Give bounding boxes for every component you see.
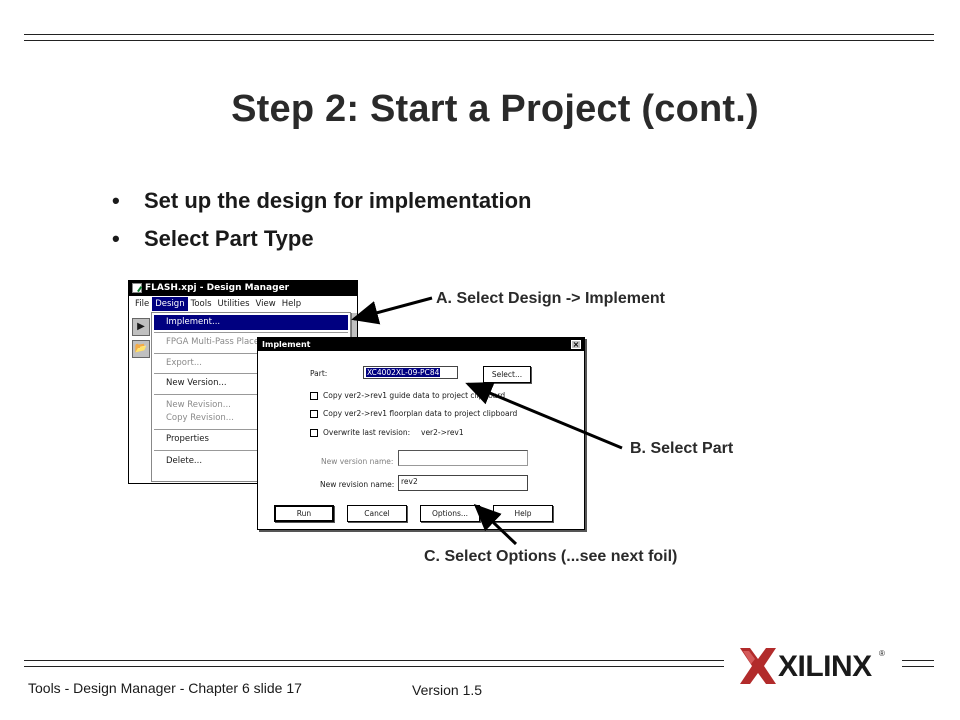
xilinx-logo-mark-icon [740, 648, 776, 684]
implement-dialog: Implement × Part: XC4002XL-09-PC84 Selec… [257, 337, 585, 530]
callout-b: B. Select Part [630, 440, 734, 457]
footer-version: Version 1.5 [412, 682, 483, 698]
design-manager-app-icon [132, 283, 142, 293]
select-part-button[interactable]: Select... [483, 366, 531, 383]
xilinx-logo-text: XILINX [778, 650, 872, 683]
callout-arrow-a [351, 296, 433, 325]
menu-item-copy-revision[interactable]: Copy Revision... [166, 413, 234, 423]
part-value: XC4002XL-09-PC84 [366, 368, 441, 377]
footer-rule-bottom [24, 666, 724, 667]
menu-separator [154, 373, 348, 374]
guide-data-checkbox[interactable] [310, 392, 318, 400]
menu-separator [154, 394, 348, 395]
header-rule-top [24, 34, 934, 35]
menu-tools[interactable]: Tools [190, 299, 212, 309]
menu-separator [154, 332, 348, 333]
menu-design[interactable]: Design [152, 297, 188, 311]
header-rule-bottom [24, 40, 934, 41]
part-label: Part: [310, 369, 328, 378]
overwrite-revision-value: ver2->rev1 [421, 428, 464, 437]
run-button[interactable]: Run [274, 505, 334, 522]
menu-item-new-version[interactable]: New Version... [166, 378, 227, 388]
menu-item-implement[interactable]: Implement... [154, 315, 348, 330]
design-manager-toolbar: ▶ 📂 [131, 314, 151, 484]
floorplan-data-label: Copy ver2->rev1 floorplan data to projec… [323, 409, 518, 418]
implement-dialog-title: Implement [262, 340, 311, 349]
new-revision-field[interactable]: rev2 [398, 475, 528, 491]
implement-dialog-titlebar[interactable]: Implement × [258, 338, 584, 351]
menu-view[interactable]: View [255, 299, 276, 309]
options-button[interactable]: Options... [420, 505, 480, 522]
menu-utilities[interactable]: Utilities [217, 299, 250, 309]
menu-separator [154, 429, 348, 430]
menu-item-delete[interactable]: Delete... [166, 456, 203, 466]
menu-item-properties[interactable]: Properties [166, 434, 209, 444]
menu-separator [154, 353, 348, 354]
menu-item-fpga-multipass[interactable]: FPGA Multi-Pass Place... [166, 337, 268, 347]
floorplan-data-checkbox[interactable] [310, 410, 318, 418]
new-version-field[interactable] [398, 450, 528, 466]
footer-chapter: Tools - Design Manager - Chapter 6 slide… [28, 680, 302, 696]
bullet-dot: • [112, 188, 120, 213]
footer-rule-right-top [902, 660, 934, 661]
callout-c: C. Select Options (...see next foil) [424, 548, 678, 565]
footer-rule-right-bottom [902, 666, 934, 667]
close-icon[interactable]: × [571, 340, 581, 349]
xilinx-logo: XILINX ® [738, 646, 896, 688]
help-button[interactable]: Help [493, 505, 553, 522]
play-icon[interactable]: ▶ [132, 318, 150, 336]
new-revision-label: New revision name: [320, 480, 395, 489]
cancel-button[interactable]: Cancel [347, 505, 407, 522]
menu-separator [154, 450, 348, 451]
menu-item-export[interactable]: Export... [166, 358, 202, 368]
new-version-label: New version name: [321, 457, 394, 466]
bullet-list: •Set up the design for implementation •S… [112, 188, 531, 264]
callout-a: A. Select Design -> Implement [436, 290, 665, 307]
bullet-item: •Set up the design for implementation [112, 188, 532, 213]
slide-title: Step 2: Start a Project (cont.) [231, 88, 759, 130]
design-manager-titlebar[interactable]: FLASH.xpj - Design Manager [129, 281, 357, 296]
bullet-item: •Select Part Type [112, 226, 314, 251]
menu-item-new-revision[interactable]: New Revision... [166, 400, 231, 410]
menu-help[interactable]: Help [281, 299, 302, 309]
part-field[interactable]: XC4002XL-09-PC84 [363, 366, 458, 379]
folder-icon[interactable]: 📂 [132, 340, 150, 358]
guide-data-label: Copy ver2->rev1 guide data to project cl… [323, 391, 506, 400]
overwrite-revision-label: Overwrite last revision: [323, 428, 411, 437]
registered-mark: ® [879, 649, 885, 658]
footer-rule-top [24, 660, 724, 661]
design-manager-title: FLASH.xpj - Design Manager [145, 283, 290, 293]
bullet-dot: • [112, 226, 120, 251]
menu-file[interactable]: File [135, 299, 150, 309]
overwrite-revision-checkbox[interactable] [310, 429, 318, 437]
